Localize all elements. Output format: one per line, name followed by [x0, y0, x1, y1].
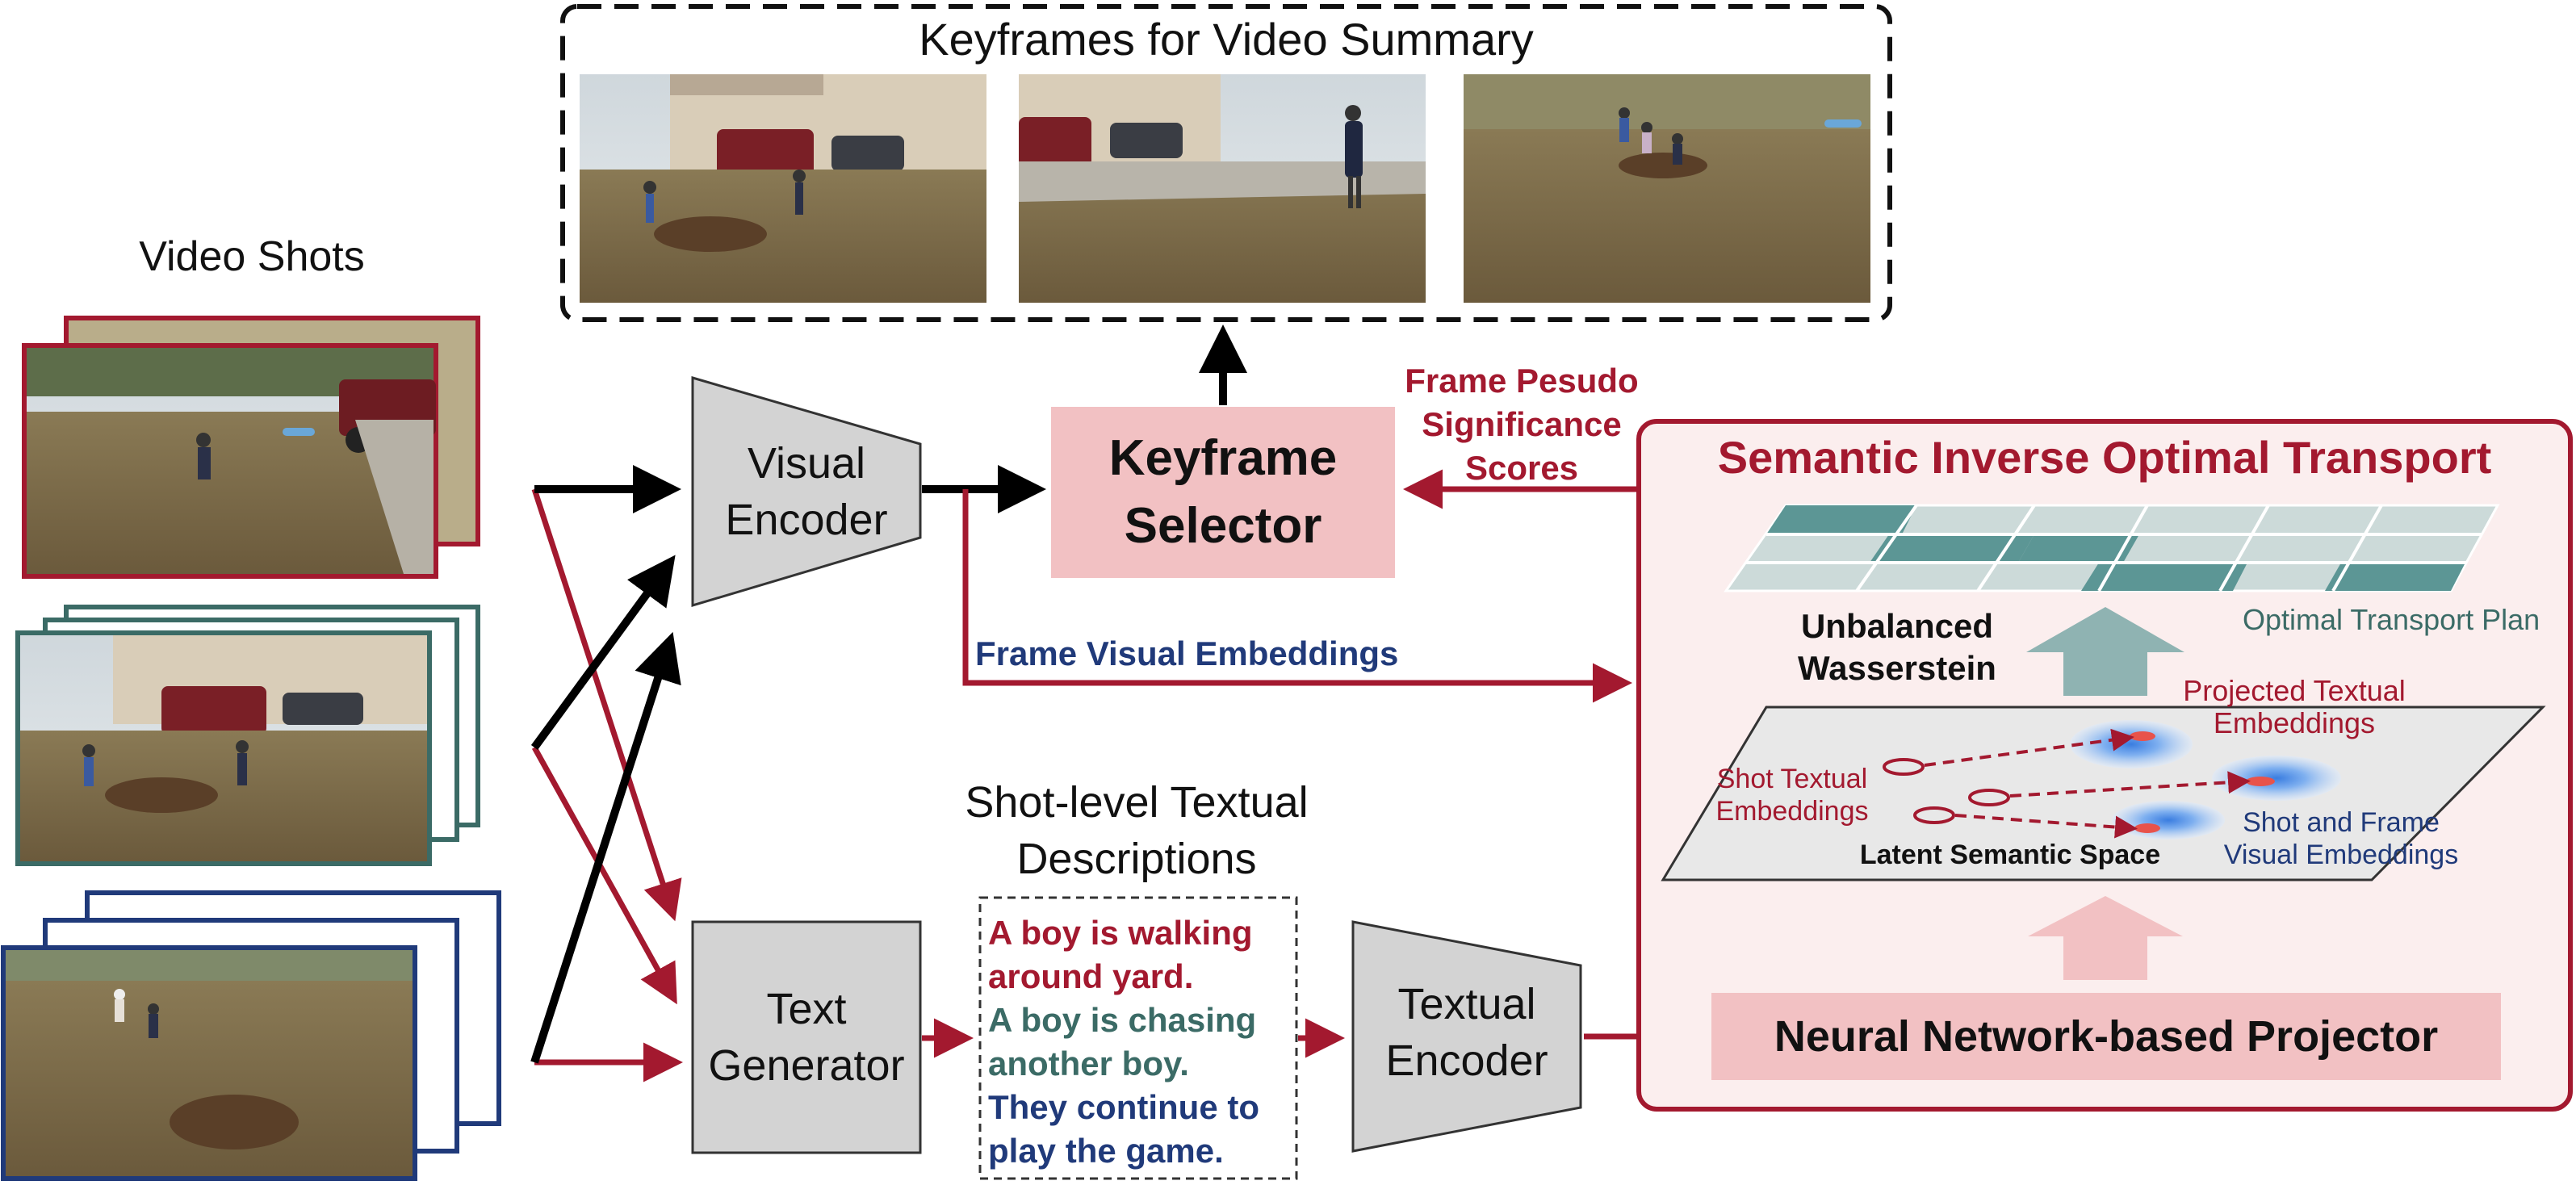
shot-textual-label-2: Embeddings [1715, 796, 1868, 827]
textual-encoder-block: Textual Encoder [1351, 920, 1582, 1153]
siot-panel: Semantic Inverse Optimal Transport Unbal… [1636, 419, 2573, 1112]
projected-label-1: Projected Textual [2183, 674, 2406, 707]
shot-descriptions-title-2: Descriptions [1016, 835, 1256, 883]
text-generator-block: Text Generator [691, 920, 922, 1154]
video-shot-3 [1, 890, 501, 1181]
pseudo-scores-label-2: Significance [1422, 405, 1621, 443]
keyframe-selector-label-1: Keyframe [1109, 430, 1338, 486]
latent-space-label: Latent Semantic Space [1860, 840, 2160, 870]
video-shot-2 [15, 605, 480, 866]
textual-encoder-label-2: Encoder [1385, 1036, 1548, 1085]
visual-encoder-label-2: Encoder [725, 496, 887, 544]
textual-encoder-label-1: Textual [1397, 980, 1535, 1028]
description-3-line-1: They continue to [988, 1088, 1259, 1126]
unbalanced-label-1: Unbalanced [1801, 607, 1993, 645]
description-3-line-2: play the game. [988, 1132, 1224, 1170]
siot-title: Semantic Inverse Optimal Transport [1718, 432, 2492, 483]
latent-semantic-space [1661, 706, 2546, 881]
video-shots-title: Video Shots [139, 233, 364, 280]
keyframes-title: Keyframes for Video Summary [919, 14, 1533, 65]
shot-frame-label-2: Visual Embeddings [2224, 840, 2458, 870]
video-shot-1 [22, 316, 480, 579]
keyframe-selector-label-2: Selector [1125, 498, 1322, 554]
description-1-line-1: A boy is walking [988, 914, 1253, 952]
frame-visual-embeddings-arrow: Frame Visual Embeddings [962, 489, 1632, 703]
teal-up-arrow [2026, 607, 2184, 696]
frame-visual-embeddings-label: Frame Visual Embeddings [975, 634, 1398, 672]
transport-plan-grid [1724, 504, 2500, 592]
description-2-line-1: A boy is chasing [988, 1001, 1256, 1039]
description-2-line-2: another boy. [988, 1045, 1189, 1082]
projected-label-2: Embeddings [2214, 706, 2375, 739]
projector-label: Neural Network-based Projector [1774, 1012, 2438, 1061]
text-generator-label-2: Generator [708, 1041, 904, 1090]
shot-descriptions-title-1: Shot-level Textual [965, 778, 1308, 827]
shot-textual-label-1: Shot Textual [1717, 764, 1868, 794]
pseudo-scores-label-1: Frame Pesudo [1405, 362, 1638, 400]
keyframes-summary-box: Keyframes for Video Summary [560, 4, 1892, 322]
shot-descriptions-box: A boy is walking around yard. A boy is c… [978, 896, 1298, 1180]
keyframe-image-3 [1464, 74, 1870, 303]
projector-block: Neural Network-based Projector [1711, 993, 2501, 1080]
text-generator-label-1: Text [766, 985, 846, 1033]
pseudo-scores-label-3: Scores [1465, 449, 1578, 487]
description-1-line-2: around yard. [988, 957, 1193, 995]
shot-arrows [530, 465, 683, 1082]
keyframe-image-2 [1019, 74, 1426, 303]
keyframe-selector-block: Keyframe Selector [1051, 407, 1395, 578]
pseudo-scores-arrow: Frame Pesudo Significance Scores [1403, 362, 1639, 509]
keyframe-image-1 [580, 74, 986, 303]
pink-up-arrow [2028, 896, 2183, 980]
ot-plan-label: Optimal Transport Plan [2243, 603, 2540, 636]
visual-encoder-label-1: Visual [748, 439, 865, 488]
shot-frame-label-1: Shot and Frame [2243, 807, 2440, 838]
unbalanced-label-2: Wasserstein [1798, 649, 1996, 687]
visual-encoder-block: Visual Encoder [691, 376, 922, 608]
